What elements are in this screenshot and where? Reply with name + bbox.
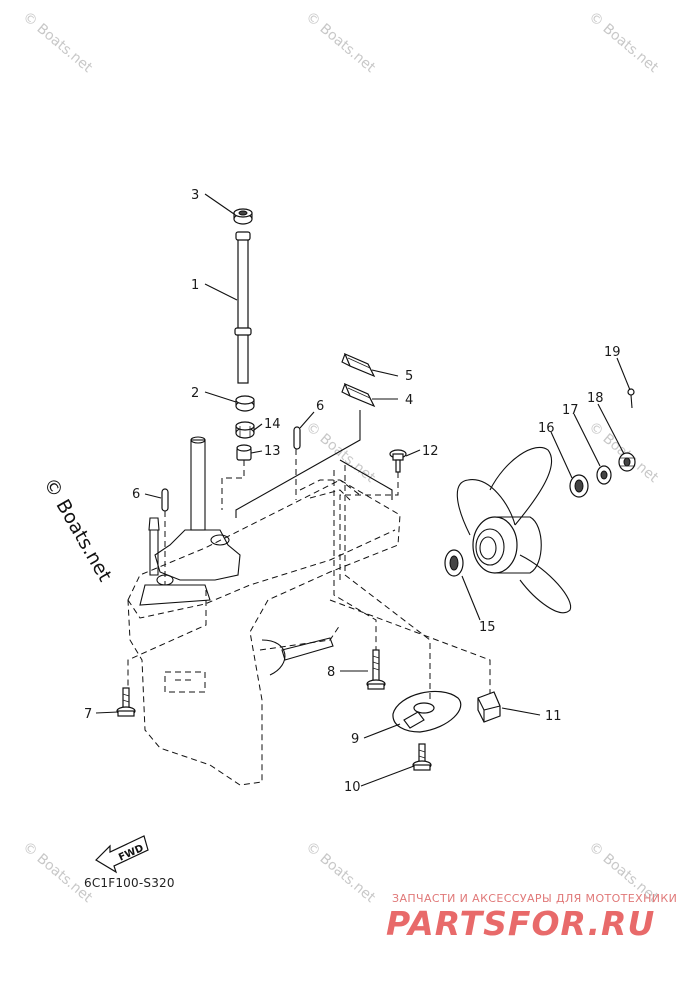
part-1-water-tube	[234, 231, 252, 384]
callout-17: 17	[562, 403, 579, 418]
callout-2: 2	[191, 386, 199, 401]
callout-13: 13	[264, 444, 281, 459]
callout-5: 5	[405, 369, 413, 384]
part-12-bolt	[389, 449, 407, 473]
part-11-anode	[477, 691, 501, 723]
part-10-bolt	[412, 743, 432, 771]
part-6-dowel-pin-upper	[293, 426, 301, 450]
callout-7: 7	[84, 707, 92, 722]
lower-casing-outline	[127, 479, 401, 786]
callout-19: 19	[604, 345, 621, 360]
part-4-rubber-seal	[341, 382, 376, 408]
part-7-bolt	[116, 687, 136, 717]
diagram-code: 6C1F100-S320	[84, 876, 175, 890]
callout-15: 15	[479, 620, 496, 635]
part-6-dowel-pin-left	[161, 488, 169, 512]
part-5-rubber-seal	[341, 352, 376, 378]
callout-6-upper: 6	[316, 399, 324, 414]
watermark-bl: © Boats.net	[19, 839, 95, 906]
callouts: 3 1 2 14 13 6 5 4 12 6 7 8 9 10 11 15 16…	[84, 188, 621, 795]
callout-1: 1	[191, 278, 199, 293]
propeller	[456, 446, 572, 614]
part-16-spacer	[569, 474, 589, 498]
part-9-trim-tab	[392, 690, 462, 733]
callout-11: 11	[545, 709, 562, 724]
callout-4: 4	[405, 393, 413, 408]
shop-tagline: ЗАПЧАСТИ И АКСЕССУАРЫ ДЛЯ МОТОТЕХНИКИ	[392, 892, 678, 905]
watermarks: © Boats.net © Boats.net © Boats.net © Bo…	[19, 9, 661, 906]
part-8-bolt	[366, 649, 386, 690]
shop-brand-logo: PARTSFOR.RU	[386, 904, 656, 943]
part-3-grommet	[233, 208, 253, 225]
callout-8: 8	[327, 665, 335, 680]
propeller-shaft	[261, 637, 334, 676]
part-13-collar	[236, 444, 252, 461]
callout-16: 16	[538, 421, 555, 436]
drive-shaft-housing	[139, 436, 241, 606]
callout-9: 9	[351, 732, 359, 747]
callout-6-left: 6	[132, 487, 140, 502]
callout-12: 12	[422, 444, 439, 459]
fwd-arrow-icon: FWD	[95, 835, 149, 874]
part-14-bushing	[235, 421, 255, 439]
watermark-tl: © Boats.net	[19, 9, 95, 76]
watermark-tc: © Boats.net	[302, 9, 378, 76]
part-15-thrust-washer	[444, 549, 464, 577]
part-18-nut	[618, 452, 636, 472]
assembly-lines	[127, 449, 491, 700]
watermark-bc: © Boats.net	[302, 839, 378, 906]
part-19-cotter-pin	[627, 388, 635, 409]
part-17-washer	[596, 465, 612, 485]
callout-10: 10	[344, 780, 361, 795]
callout-18: 18	[587, 391, 604, 406]
callout-14: 14	[264, 417, 281, 432]
watermark-tr: © Boats.net	[585, 9, 661, 76]
leader-lines	[95, 193, 631, 787]
part-2-seal	[235, 395, 255, 412]
callout-3: 3	[191, 188, 199, 203]
